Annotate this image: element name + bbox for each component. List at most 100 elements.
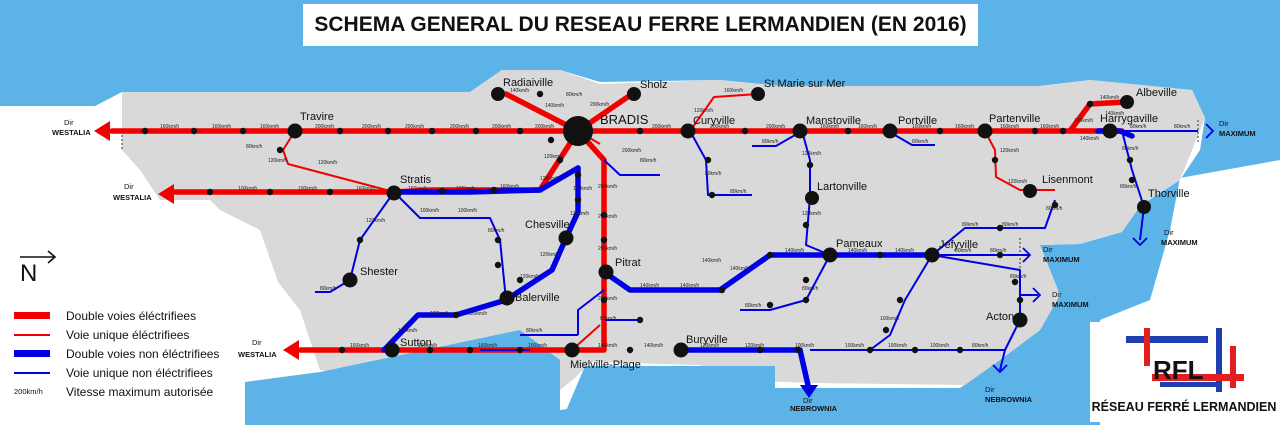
label-manstoville: Manstoville [806, 115, 861, 127]
label-albeville: Albeville [1136, 87, 1177, 99]
svg-text:120km/h: 120km/h [700, 343, 719, 349]
label-partenville: Partenville [989, 113, 1040, 125]
svg-text:100km/h: 100km/h [458, 208, 477, 214]
legend: Double voies éléctrifiees Voie unique él… [14, 306, 244, 401]
island [122, 70, 1205, 390]
svg-text:Dir: Dir [1052, 290, 1062, 299]
station-stratis-dot [386, 185, 402, 201]
label-curyville: Curyville [693, 115, 735, 127]
svg-text:160km/h: 160km/h [724, 88, 743, 94]
svg-text:140km/h: 140km/h [598, 343, 617, 349]
svg-text:140km/h: 140km/h [510, 88, 529, 94]
label-shester: Shester [360, 266, 398, 278]
svg-text:80km/h: 80km/h [745, 303, 762, 309]
label-bradis: BRADIS [600, 112, 649, 127]
station-jefyville-dot [924, 247, 940, 263]
svg-text:120km/h: 120km/h [1008, 179, 1027, 185]
station-harrygaville-dot [1102, 123, 1118, 139]
svg-text:140km/h: 140km/h [680, 283, 699, 289]
svg-text:120km/h: 120km/h [745, 343, 764, 349]
dir-maximum-3: MAXIMUM [1043, 255, 1080, 264]
svg-text:160km/h: 160km/h [1040, 124, 1059, 130]
legend-row-single-nonelec: Voie unique non éléctrifiees [14, 363, 244, 382]
svg-text:200km/h: 200km/h [598, 296, 617, 302]
svg-text:140km/h: 140km/h [895, 248, 914, 254]
svg-text:80km/h: 80km/h [640, 158, 657, 164]
label-balerville: Balerville [515, 292, 560, 304]
logo-name: RÉSEAU FERRÉ LERMANDIEN [1091, 400, 1277, 414]
station-albeville-dot [1120, 95, 1134, 109]
svg-text:Dir: Dir [985, 385, 995, 394]
arrow-maximum-1 [1205, 123, 1215, 139]
svg-text:80km/h: 80km/h [972, 343, 989, 349]
svg-text:80km/h: 80km/h [962, 222, 979, 228]
svg-text:80km/h: 80km/h [1120, 184, 1137, 190]
minor-stations [141, 90, 1136, 354]
label-travire: Travire [300, 111, 334, 123]
svg-text:100km/h: 100km/h [795, 343, 814, 349]
station-lisenmont-dot [1023, 184, 1037, 198]
svg-text:160km/h: 160km/h [528, 343, 547, 349]
label-lartonville: Lartonville [817, 181, 867, 193]
svg-text:120km/h: 120km/h [544, 154, 563, 160]
svg-text:80km/h: 80km/h [1130, 124, 1147, 130]
station-sutton-dot [384, 342, 400, 358]
label-thorville: Thorville [1148, 188, 1190, 200]
dir-westalia-1: WESTALIA [52, 128, 91, 137]
svg-text:160km/h: 160km/h [212, 124, 231, 130]
svg-text:140km/h: 140km/h [545, 103, 564, 109]
speed-labels: 160km/h 160km/h 160km/h 200km/h 200km/h … [160, 88, 1191, 349]
svg-text:160km/h: 160km/h [418, 343, 437, 349]
svg-text:200km/h: 200km/h [598, 184, 617, 190]
svg-text:160km/h: 160km/h [500, 184, 519, 190]
svg-text:Dir: Dir [803, 396, 813, 405]
arrow-westalia-2 [158, 184, 174, 204]
label-sutton: Sutton [400, 337, 432, 349]
station-thorville-dot [1137, 200, 1151, 214]
svg-text:200km/h: 200km/h [766, 124, 785, 130]
arrow-westalia-1 [94, 121, 110, 141]
logo-abbr: RFL [1153, 355, 1204, 385]
legend-row-double-nonelec: Double voies non éléctrifiees [14, 344, 244, 363]
station-manstoville-dot [792, 123, 808, 139]
svg-text:200km/h: 200km/h [362, 124, 381, 130]
svg-text:140km/h: 140km/h [848, 248, 867, 254]
arrow-nebrownia-1 [800, 385, 818, 398]
svg-text:100km/h: 100km/h [930, 343, 949, 349]
legend-swatch [14, 350, 50, 357]
station-portville-dot [882, 123, 898, 139]
dir-westalia-2: WESTALIA [113, 193, 152, 202]
svg-text:80km/h: 80km/h [566, 92, 583, 98]
north-letter: N [20, 260, 37, 287]
svg-text:80km/h: 80km/h [802, 286, 819, 292]
svg-text:100km/h: 100km/h [845, 343, 864, 349]
svg-text:160km/h: 160km/h [478, 343, 497, 349]
svg-text:200km/h: 200km/h [598, 246, 617, 252]
svg-text:Dir: Dir [252, 338, 262, 347]
legend-swatch [14, 333, 50, 336]
svg-text:80km/h: 80km/h [1010, 274, 1027, 280]
svg-text:160km/h: 160km/h [260, 124, 279, 130]
svg-text:200km/h: 200km/h [622, 148, 641, 154]
svg-text:100km/h: 100km/h [420, 208, 439, 214]
rfl-logo-graphic [1126, 328, 1244, 392]
svg-text:200km/h: 200km/h [652, 124, 671, 130]
svg-text:120km/h: 120km/h [802, 151, 821, 157]
station-buryville-dot [673, 342, 689, 358]
svg-text:200km/h: 200km/h [315, 124, 334, 130]
map-title: SCHEMA GENERAL DU RESEAU FERRE LERMANDIE… [314, 13, 967, 36]
station-balerville-dot [499, 290, 515, 306]
svg-text:140km/h: 140km/h [1074, 118, 1093, 124]
label-mielville: Mielville-Plage [570, 359, 641, 371]
svg-text:160km/h: 160km/h [350, 343, 369, 349]
svg-text:160km/h: 160km/h [1000, 124, 1019, 130]
svg-text:200km/h: 200km/h [535, 124, 554, 130]
station-lartonville-dot [805, 191, 819, 205]
svg-text:80km/h: 80km/h [526, 328, 543, 334]
svg-text:100km/h: 100km/h [298, 186, 317, 192]
svg-text:120km/h: 120km/h [540, 176, 559, 182]
svg-text:200km/h: 200km/h [590, 102, 609, 108]
svg-text:Dir: Dir [124, 182, 134, 191]
arrow-maximum-2 [1132, 237, 1148, 247]
